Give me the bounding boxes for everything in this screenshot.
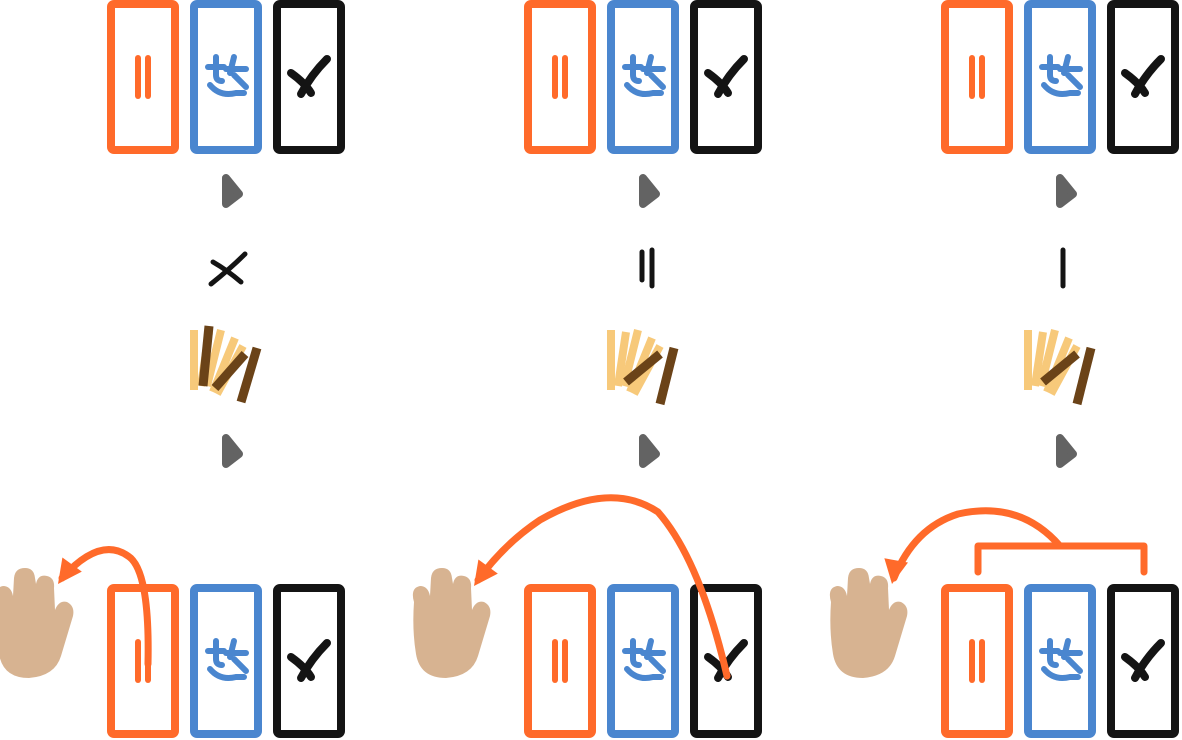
down-arrow-icon — [1060, 178, 1073, 204]
stick-bundle-1-dark-stick-2 — [211, 351, 249, 391]
stick-bundle-3-dark-stick-1 — [1040, 350, 1080, 386]
top-symbol-two-bars — [639, 247, 655, 289]
column-1 — [0, 0, 345, 738]
stick-bundle-2-dark-stick-1 — [623, 350, 663, 386]
stick-bundle-1-dark-stick-3 — [236, 346, 262, 404]
down-arrow-icon — [643, 438, 656, 464]
top-card-row-1-card-sun-frame — [190, 0, 262, 154]
bottom-card-row-3 — [941, 584, 1179, 738]
stick-bundle-3-light-stick-2 — [1031, 331, 1047, 387]
down-arrow-icon — [226, 178, 239, 204]
result-arrow-1 — [58, 546, 152, 668]
bottom-card-row-2-card-two-frame — [524, 584, 596, 738]
down-arrow-icon — [1060, 438, 1073, 464]
stick-bundle-2 — [607, 329, 679, 406]
top-card-row-1-card-two-frame — [107, 0, 179, 154]
result-arrow-2 — [474, 494, 731, 680]
bottom-card-row-3-card-x — [1107, 584, 1179, 738]
top-card-row-1-card-x — [273, 0, 345, 154]
top-card-row-2-card-x — [690, 0, 762, 154]
top-symbol-cross — [208, 251, 248, 287]
top-card-row-3-card-two-frame — [941, 0, 1013, 154]
bracket-over-cards — [974, 542, 1148, 576]
bottom-card-row-1-card-sun — [190, 584, 262, 738]
hand-icon — [0, 568, 74, 678]
bottom-card-row-1-card-two-frame — [107, 584, 179, 738]
top-card-row-3 — [941, 0, 1179, 154]
stick-bundle-3 — [1024, 329, 1096, 406]
top-card-row-3-card-sun-frame — [1024, 0, 1096, 154]
top-card-row-3-card-two — [941, 0, 1013, 154]
bottom-card-row-2-card-sun-frame — [607, 584, 679, 738]
result-arrow-1-head — [58, 557, 82, 584]
top-card-row-2-card-sun-frame — [607, 0, 679, 154]
top-card-row-3-card-x — [1107, 0, 1179, 154]
top-card-row-2-card-two — [524, 0, 596, 154]
result-arrow-2-head — [474, 559, 498, 586]
bottom-card-row-1-card-sun-frame — [190, 584, 262, 738]
bottom-card-row-3-card-two — [941, 584, 1013, 738]
result-arrow-3 — [884, 507, 1064, 584]
top-card-row-1-card-sun — [190, 0, 262, 154]
column-2 — [412, 0, 762, 738]
top-card-row-2 — [524, 0, 762, 154]
bottom-card-row-2-card-sun — [607, 584, 679, 738]
column-3 — [829, 0, 1179, 738]
hand-icon — [412, 568, 491, 678]
stick-bundle-2-light-stick-2 — [614, 331, 630, 387]
top-card-row-2-card-two-frame — [524, 0, 596, 154]
stick-bundle-1-dark-stick-1 — [198, 325, 214, 387]
top-card-row-2-card-sun — [607, 0, 679, 154]
result-arrow-1-line — [58, 546, 152, 668]
result-arrow-3-head — [884, 558, 908, 584]
bracket-line — [974, 542, 1148, 576]
stick-bundle-1 — [190, 325, 262, 404]
result-arrow-2-line — [474, 494, 731, 680]
result-arrow-3-line — [890, 507, 1064, 582]
bottom-card-row-3-card-sun-frame — [1024, 584, 1096, 738]
stick-bundle-3-dark-stick-2 — [1072, 346, 1096, 406]
bottom-card-row-1-card-two — [107, 584, 179, 738]
top-card-row-1-card-two — [107, 0, 179, 154]
bottom-card-row-3-card-sun — [1024, 584, 1096, 738]
top-card-row-3-card-sun — [1024, 0, 1096, 154]
stick-bundle-1-light-stick-3 — [203, 329, 225, 387]
stick-bundle-2-dark-stick-2 — [655, 346, 679, 406]
down-arrow-icon — [643, 178, 656, 204]
bottom-card-row-2-card-two — [524, 584, 596, 738]
down-arrow-icon — [226, 438, 239, 464]
bottom-card-row-2 — [524, 584, 762, 738]
top-card-row-1 — [107, 0, 345, 154]
hand-icon — [829, 568, 908, 678]
bottom-card-row-3-card-two-frame — [941, 584, 1013, 738]
bottom-card-row-1-card-x — [273, 584, 345, 738]
